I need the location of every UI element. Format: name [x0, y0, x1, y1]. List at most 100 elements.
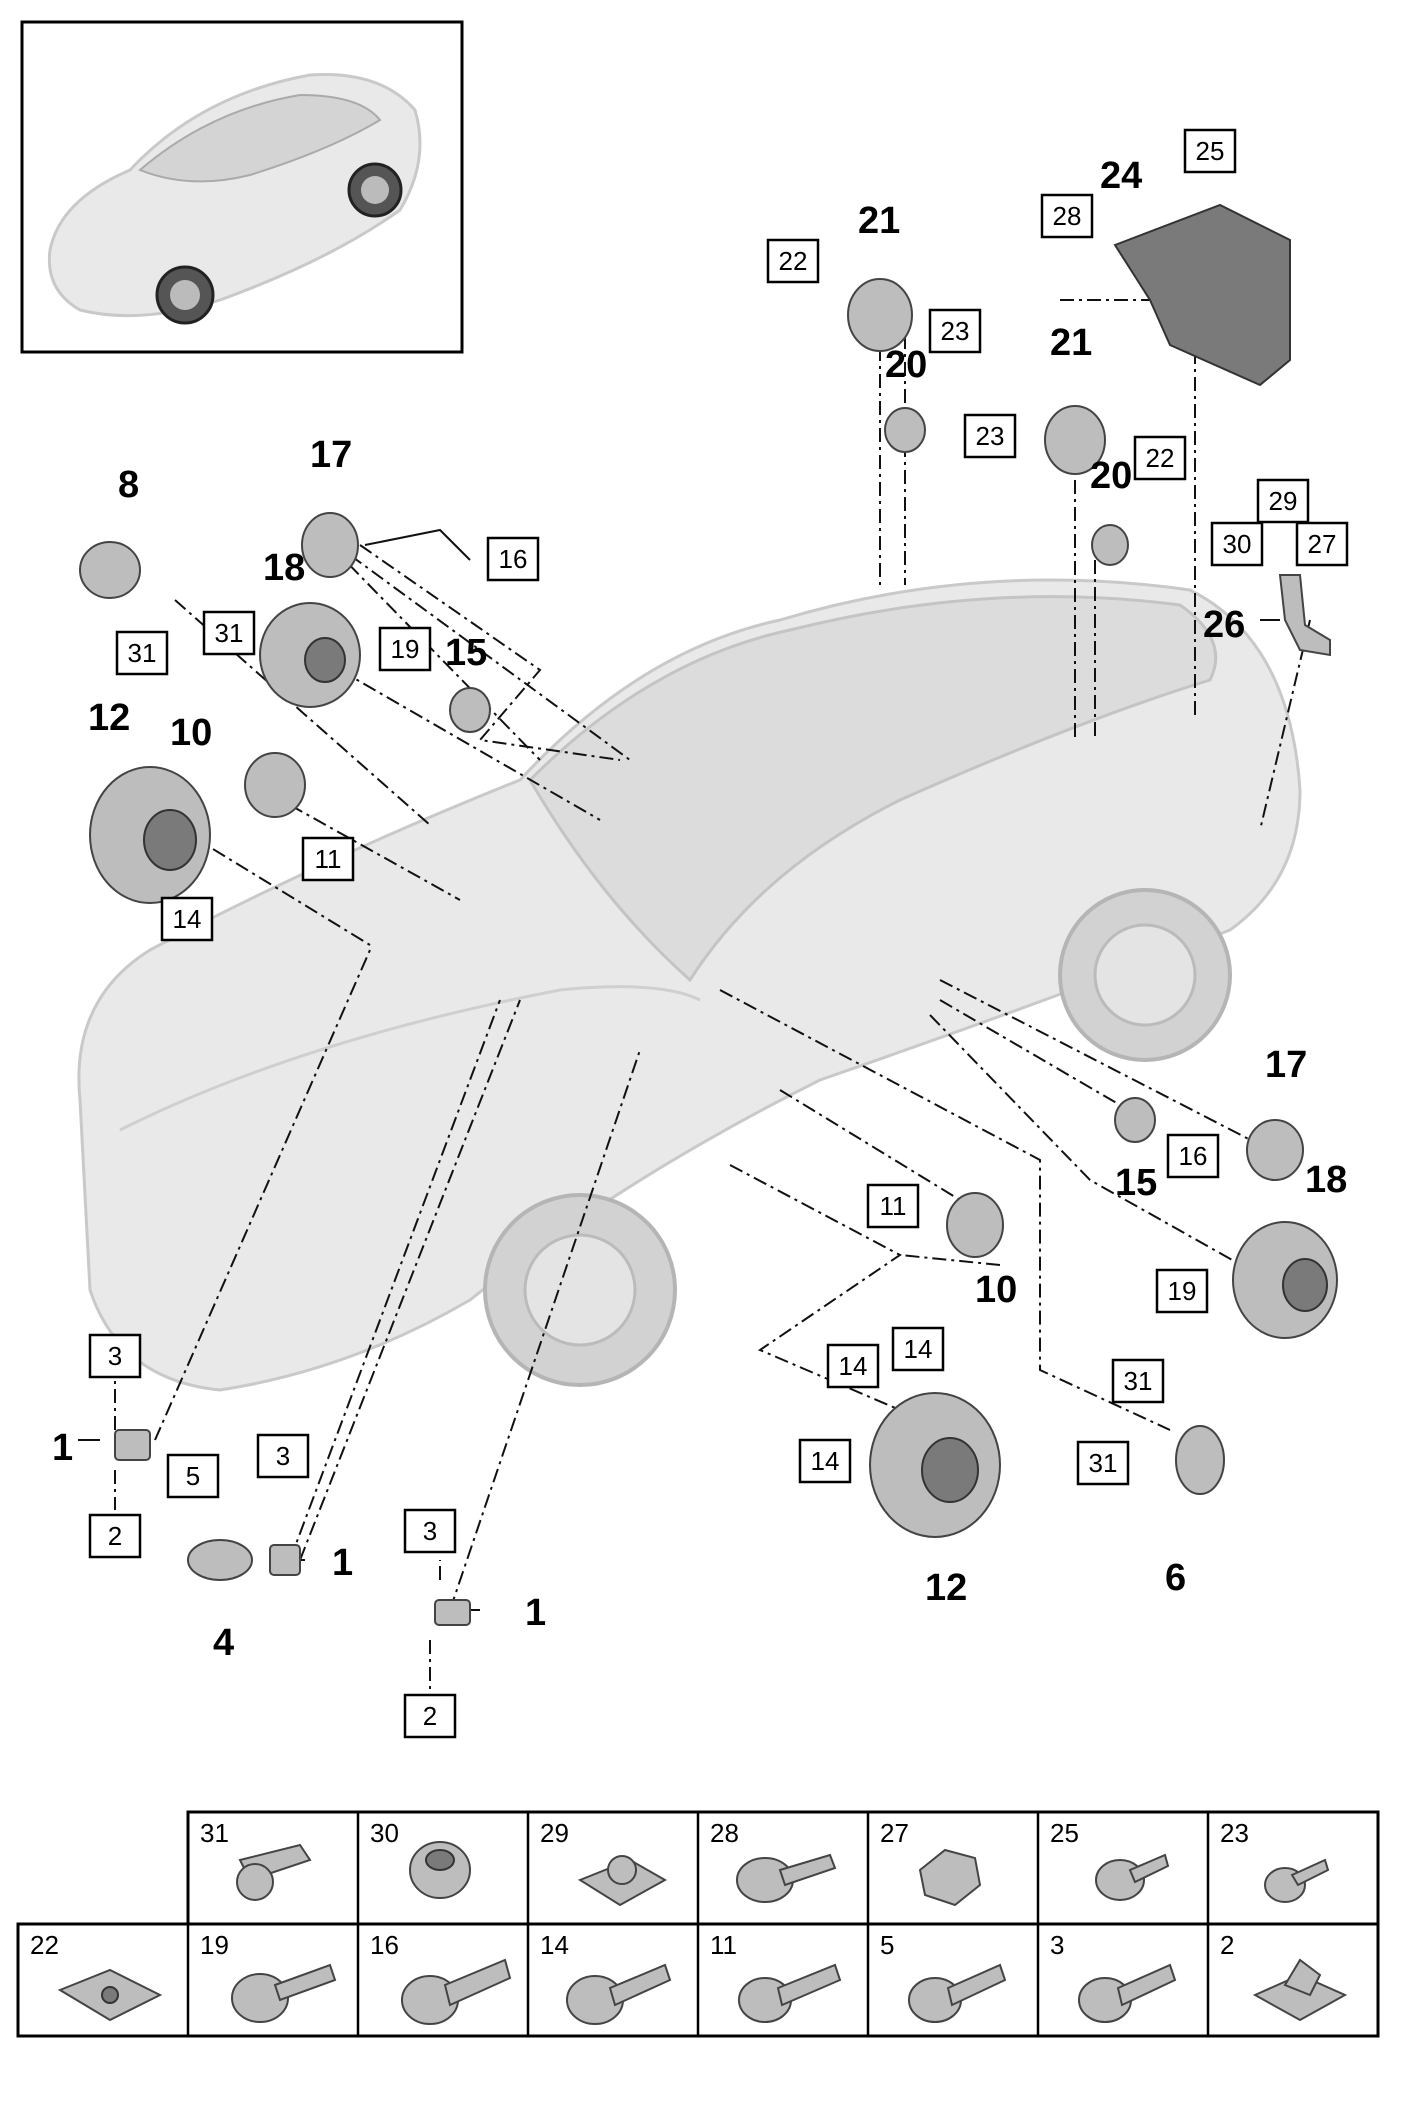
svg-text:3: 3: [1050, 1930, 1064, 1960]
callout-17-right: 17: [1265, 1044, 1307, 1086]
callout-12-right: 12: [925, 1567, 967, 1609]
box-callout-3-center: 3: [256, 1433, 310, 1479]
svg-text:25: 25: [1196, 136, 1225, 166]
vehicle-hood-line: [119, 985, 701, 1132]
box-callout-22-rear: 22: [1133, 435, 1187, 481]
svg-text:23: 23: [941, 316, 970, 346]
tweeter-part-8: [79, 541, 141, 599]
callout-1-center: 1: [332, 1542, 353, 1584]
vehicle-glasshouse: [528, 595, 1218, 983]
svg-text:23: 23: [1220, 1818, 1249, 1848]
callout-8: 8: [118, 464, 139, 506]
box-callout-31-lower: 31: [115, 630, 169, 676]
tweeter-part-6: [1175, 1425, 1225, 1495]
box-callout-5: 5: [166, 1453, 220, 1499]
svg-text:3: 3: [108, 1341, 122, 1371]
callout-20-rear: 20: [1090, 455, 1132, 497]
svg-text:5: 5: [186, 1461, 200, 1491]
box-callout-23-rear: 23: [963, 413, 1017, 459]
bracket-part-26: [1278, 574, 1331, 657]
table-cell-27: 27: [880, 1818, 982, 1907]
subwoofer-part-24: [1113, 203, 1291, 387]
svg-text:29: 29: [540, 1818, 569, 1848]
callout-15-right: 15: [1115, 1162, 1157, 1204]
callout-18-right: 18: [1305, 1159, 1347, 1201]
svg-text:30: 30: [370, 1818, 399, 1848]
svg-text:31: 31: [1089, 1448, 1118, 1478]
table-cell-30: 30: [370, 1818, 471, 1899]
callout-1-right: 1: [525, 1592, 546, 1634]
speaker-part-10-left: [244, 752, 306, 818]
speaker-part-20-rear: [1091, 524, 1129, 566]
inset-car-roof: [138, 93, 382, 183]
svg-text:22: 22: [30, 1930, 59, 1960]
boxed-callouts: 25 28 22 23 23 22 29 30 27 16 31 19 31 1…: [88, 128, 1349, 1739]
inset-vehicle-thumbnail: [20, 20, 464, 354]
svg-text:19: 19: [391, 634, 420, 664]
vehicle-body: [77, 578, 1302, 1392]
callout-21-front: 21: [858, 200, 900, 242]
svg-text:31: 31: [215, 618, 244, 648]
table-cell-5: 5: [880, 1930, 1007, 2023]
svg-text:27: 27: [880, 1818, 909, 1848]
leader-lines: [78, 299, 1311, 1700]
table-cell-2: 2: [1220, 1930, 1348, 2022]
svg-text:19: 19: [200, 1930, 229, 1960]
callout-18-left: 18: [263, 547, 305, 589]
callout-17-left: 17: [310, 434, 352, 476]
svg-text:16: 16: [1179, 1141, 1208, 1171]
box-callout-14-left: 14: [160, 896, 214, 942]
callout-4: 4: [213, 1622, 234, 1664]
box-callout-14-upper-b: 14: [891, 1326, 945, 1372]
callout-20-front: 20: [885, 344, 927, 386]
fastener-table: 31 30 29 28 27 25 23 22: [16, 1810, 1380, 2038]
box-callout-14-upper-a: 14: [826, 1343, 880, 1389]
svg-text:3: 3: [423, 1516, 437, 1546]
speaker-part-21-front: [847, 278, 913, 352]
svg-text:31: 31: [128, 638, 157, 668]
table-cell-11: 11: [710, 1930, 842, 2023]
box-callout-3-right: 3: [403, 1508, 457, 1554]
callout-26: 26: [1203, 604, 1245, 646]
box-callout-14-lower: 14: [798, 1438, 852, 1484]
svg-text:16: 16: [499, 544, 528, 574]
box-callout-31-right-lower: 31: [1076, 1440, 1130, 1486]
box-callout-16-right: 16: [1166, 1133, 1220, 1179]
callout-12-left: 12: [88, 697, 130, 739]
svg-text:14: 14: [811, 1446, 840, 1476]
table-cell-29: 29: [540, 1818, 668, 1907]
svg-text:3: 3: [276, 1441, 290, 1471]
svg-text:14: 14: [839, 1351, 868, 1381]
box-callout-11-left: 11: [301, 836, 355, 882]
svg-text:30: 30: [1223, 529, 1252, 559]
table-cell-25: 25: [1050, 1818, 1170, 1901]
svg-text:23: 23: [976, 421, 1005, 451]
box-callout-11-right: 11: [866, 1183, 920, 1229]
speaker-part-20-front: [884, 407, 926, 453]
box-callout-2-right: 2: [403, 1693, 457, 1739]
table-cell-22: 22: [30, 1930, 163, 2022]
speaker-part-21-rear: [1044, 405, 1106, 475]
sensor-part-1-right: [434, 1599, 471, 1626]
box-callout-2-left: 2: [88, 1513, 142, 1559]
table-cell-19: 19: [200, 1930, 337, 2023]
table-cell-28: 28: [710, 1818, 837, 1903]
sensor-part-1-left: [114, 1429, 151, 1461]
box-callout-30: 30: [1210, 521, 1264, 567]
svg-text:29: 29: [1269, 486, 1298, 516]
box-callout-22-front: 22: [766, 238, 820, 284]
svg-text:31: 31: [1124, 1366, 1153, 1396]
tweeter-part-17-left: [301, 512, 359, 578]
table-cell-16: 16: [370, 1930, 512, 2025]
callout-10-right: 10: [975, 1269, 1017, 1311]
table-cell-14: 14: [540, 1930, 672, 2025]
svg-text:14: 14: [904, 1334, 933, 1364]
svg-text:11: 11: [710, 1930, 737, 1960]
svg-text:5: 5: [880, 1930, 894, 1960]
svg-text:22: 22: [779, 246, 808, 276]
callout-1-left: 1: [52, 1427, 73, 1469]
box-callout-25: 25: [1183, 128, 1237, 174]
callout-21-rear: 21: [1050, 322, 1092, 364]
bold-callouts: 8 17 18 15 12 10 21 20 21 20 24 26 17 15…: [52, 155, 1347, 1664]
